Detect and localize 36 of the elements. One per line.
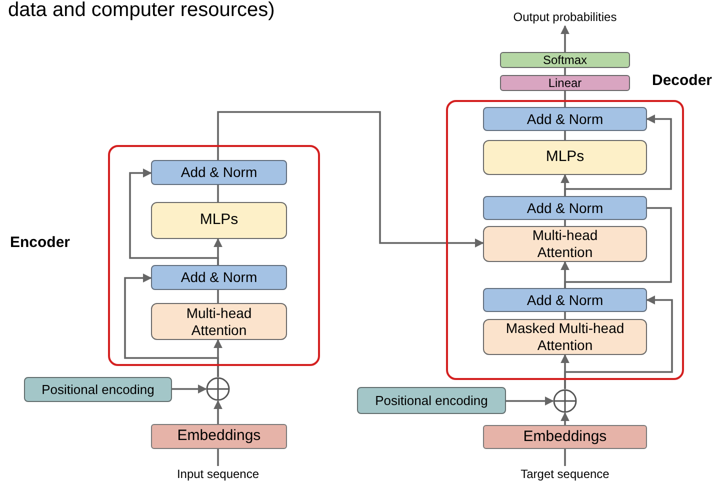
io-label: Output probabilities	[495, 8, 635, 26]
add-norm-box: Add & Norm	[483, 288, 647, 312]
attention-box: Multi-head Attention	[483, 226, 647, 262]
arrow	[172, 384, 207, 394]
add-norm-box: Add & Norm	[483, 107, 647, 131]
linear-box: Linear	[500, 75, 630, 91]
positional-encoding-box: Positional encoding	[357, 387, 506, 414]
arrow	[214, 400, 222, 424]
mlp-box: MLPs	[483, 140, 647, 175]
softmax-box: Softmax	[500, 52, 630, 68]
arrow	[129, 168, 219, 265]
sum-circle	[206, 377, 230, 401]
arrow	[124, 274, 219, 377]
cut-off-sentence: data and computer resources)	[8, 0, 275, 20]
section-title: Decoder	[652, 71, 712, 91]
positional-encoding-box: Positional encoding	[24, 377, 172, 402]
io-label: Target sequence	[500, 466, 630, 481]
add-norm-box: Add & Norm	[151, 265, 287, 290]
arrow	[564, 114, 672, 196]
block-frame	[446, 100, 684, 380]
section-title: Encoder	[10, 233, 70, 253]
add-norm-box: Add & Norm	[151, 160, 287, 185]
embeddings-box: Embeddings	[483, 425, 647, 449]
arrow	[560, 412, 570, 425]
attention-box: Masked Multi-head Attention	[483, 319, 647, 355]
add-norm-box: Add & Norm	[483, 196, 647, 220]
arrow	[560, 25, 570, 52]
attention-box: Multi-head Attention	[151, 303, 287, 340]
mlp-box: MLPs	[151, 202, 287, 239]
io-label: Input sequence	[158, 466, 278, 481]
arrow	[564, 296, 673, 389]
arrow	[506, 396, 554, 406]
sum-circle	[553, 389, 577, 413]
arrow	[217, 111, 484, 248]
embeddings-box: Embeddings	[151, 424, 287, 449]
block-frame	[108, 145, 320, 366]
